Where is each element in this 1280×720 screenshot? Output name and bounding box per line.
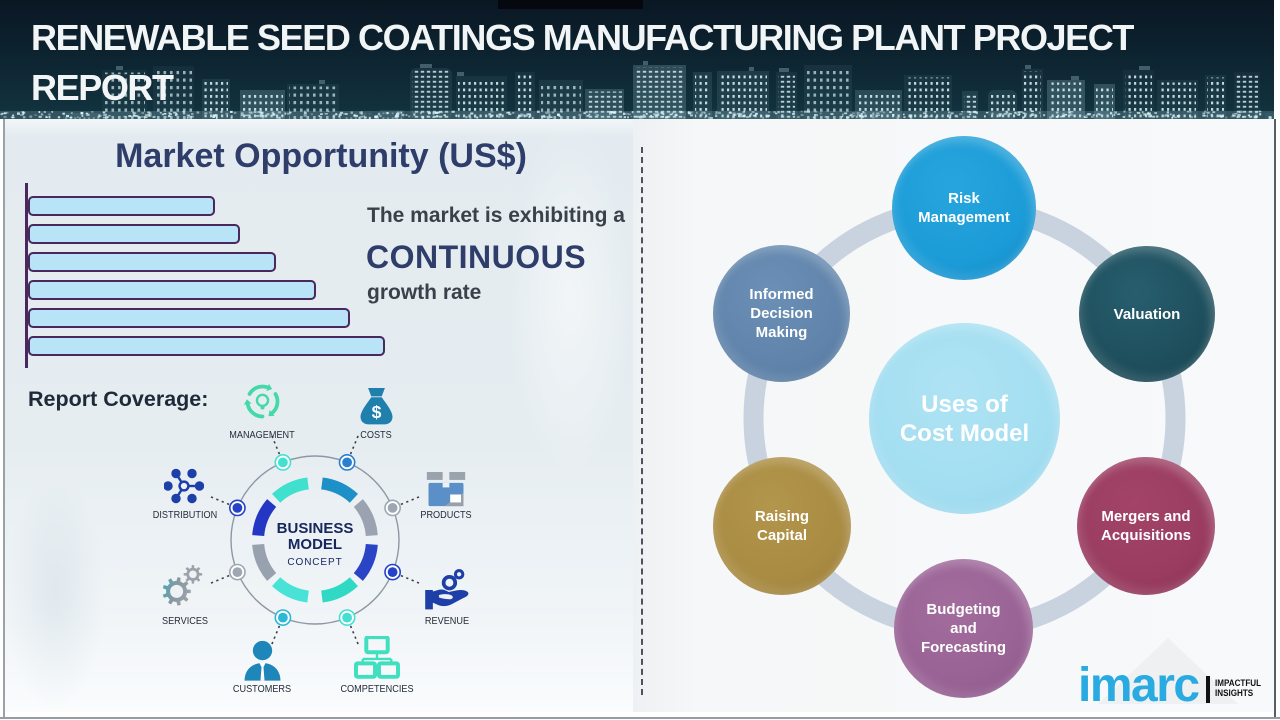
svg-text:$: $	[372, 402, 382, 422]
